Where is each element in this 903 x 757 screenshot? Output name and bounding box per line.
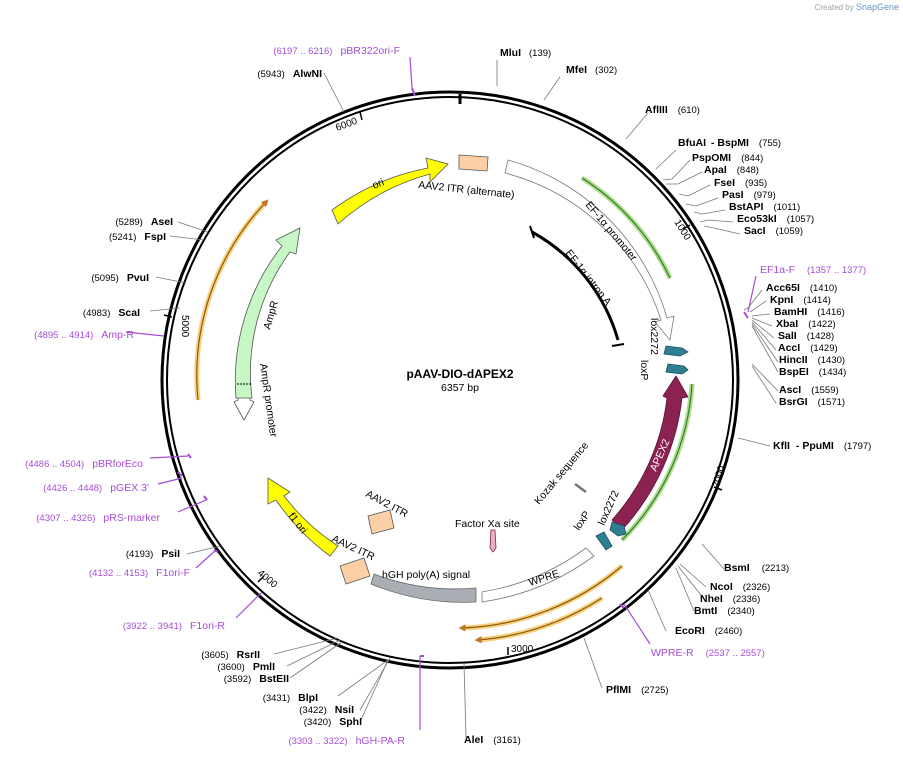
ef1a-promoter-label: EF-1α promoter bbox=[583, 199, 640, 264]
aav2-itr-bottom-feature[interactable]: AAV2 ITR bbox=[330, 533, 377, 585]
watermark-prefix: Created by bbox=[814, 3, 854, 12]
factor-xa-label: Factor Xa site bbox=[455, 518, 520, 530]
primer-f1ori-f: (4132 .. 4153)F1ori-F bbox=[89, 567, 190, 579]
enzyme-hincii: HincII(1430) bbox=[779, 354, 845, 366]
loxp-top-feature[interactable]: loxP bbox=[638, 360, 689, 380]
ef1a-promoter-feature[interactable]: EF-1α promoter bbox=[504, 159, 675, 341]
primer-ef1a-f: EF1a-F(1357 .. 1377) bbox=[760, 264, 866, 276]
primer-pbr322ori-f: (6197 .. 6216)pBR322ori-F bbox=[273, 45, 400, 57]
ampr-label: AmpR bbox=[261, 299, 281, 331]
tick-label-3000: 3000 bbox=[511, 644, 534, 655]
loxp-bottom-label: loxP bbox=[572, 509, 593, 533]
enzyme-pvui: (5095)PvuI bbox=[91, 272, 149, 284]
enzyme-acci: AccI(1429) bbox=[778, 342, 838, 354]
enzyme-psii: (4193)PsiI bbox=[126, 548, 180, 560]
enzyme-pasi: PasI(979) bbox=[722, 189, 776, 201]
ef1a-primer-arc bbox=[580, 175, 673, 280]
ef1a-intron-label: EF-1α intron A bbox=[563, 247, 614, 307]
enzyme-bamhi: BamHI(1416) bbox=[774, 306, 845, 318]
snapgene-watermark: Created by SnapGene bbox=[815, 2, 899, 12]
backbone-inner-ring bbox=[166, 96, 734, 664]
wpre-label: WPRE bbox=[527, 568, 561, 589]
tick-label-2000: 2000 bbox=[710, 464, 727, 489]
tick-5000: 5000 bbox=[163, 314, 190, 338]
enzyme-scai: (4983)ScaI bbox=[83, 307, 140, 319]
f1-ori-feature[interactable]: f1 ori bbox=[267, 477, 339, 557]
enzyme-apai: ApaI(848) bbox=[704, 164, 759, 176]
primer-leader-lines bbox=[125, 56, 757, 730]
primer-prs-marker: (4307 .. 4326)pRS-marker bbox=[36, 512, 160, 524]
enzyme-sali: SalI(1428) bbox=[778, 330, 834, 342]
enzyme-pmli: (3600)PmlI bbox=[217, 661, 275, 673]
primer-f1ori-r: (3922 .. 3941)F1ori-R bbox=[123, 620, 226, 632]
lox2272-top-feature[interactable]: lox2272 bbox=[648, 318, 689, 357]
enzyme-ncoi: NcoI(2326) bbox=[710, 581, 770, 593]
enzyme-kfli: KflI- PpuMI(1797) bbox=[773, 440, 871, 452]
enzyme-mlui: MluI(139) bbox=[500, 47, 551, 59]
enzyme-eco53ki: Eco53kI(1057) bbox=[737, 213, 814, 225]
ori-feature[interactable]: ori bbox=[331, 157, 449, 225]
enzyme-bsrgi: BsrGI(1571) bbox=[779, 396, 845, 408]
primer-pbrforeco: (4486 .. 4504)pBRforEco bbox=[25, 458, 143, 470]
primer-amp-r: (4895 .. 4914)Amp-R bbox=[34, 329, 134, 341]
lox2272-top-label: lox2272 bbox=[648, 318, 660, 355]
primer-marks bbox=[177, 87, 749, 657]
enzyme-pspomi: PspOMI(844) bbox=[692, 152, 763, 164]
aav2-itr-alternate-label: AAV2 ITR (alternate) bbox=[418, 179, 515, 201]
kozak-feature[interactable]: Kozak sequence bbox=[532, 440, 591, 507]
tick-2000: 2000 bbox=[710, 464, 728, 491]
primer-pgex-3: (4426 .. 4448)pGEX 3' bbox=[43, 482, 149, 494]
enzyme-sphi: (3420)SphI bbox=[304, 716, 362, 728]
ori-label: ori bbox=[371, 176, 386, 191]
tick-label-5000: 5000 bbox=[179, 315, 190, 338]
enzyme-bsmi: BsmI(2213) bbox=[724, 562, 789, 574]
backbone-outer-ring bbox=[160, 90, 740, 670]
enzyme-alwni: (5943)AlwNI bbox=[257, 68, 322, 80]
ampr-promoter-label: AmpR promoter bbox=[257, 363, 279, 439]
tick-label-6000: 6000 bbox=[334, 116, 359, 134]
kozak-label: Kozak sequence bbox=[532, 440, 591, 507]
hgh-polya-label: hGH poly(A) signal bbox=[382, 569, 470, 581]
enzyme-asei: (5289)AseI bbox=[115, 216, 173, 228]
plasmid-name: pAAV-DIO-dAPEX2 bbox=[406, 367, 513, 381]
enzyme-mfei: MfeI(302) bbox=[566, 64, 617, 76]
enzyme-leader-lines bbox=[149, 60, 779, 739]
enzyme-xbai: XbaI(1422) bbox=[776, 318, 836, 330]
aav2-itr-small-feature[interactable]: AAV2 ITR bbox=[364, 488, 411, 535]
enzyme-nsii: (3422)NsiI bbox=[299, 704, 354, 716]
primer-hgh-pa-r: (3303 .. 3322)hGH-PA-R bbox=[288, 735, 405, 747]
hgh-polya-feature[interactable]: hGH poly(A) signal bbox=[370, 569, 477, 603]
wpre-feature[interactable]: WPRE bbox=[481, 547, 595, 603]
enzyme-ecori: EcoRI(2460) bbox=[675, 625, 742, 637]
enzyme-asci: AscI(1559) bbox=[779, 384, 839, 396]
enzyme-bfuai: BfuAI- BspMI(755) bbox=[678, 137, 781, 149]
enzyme-saci: SacI(1059) bbox=[744, 225, 803, 237]
enzyme-blpi: (3431)BlpI bbox=[263, 692, 318, 704]
ef1a-intron-feature[interactable]: EF-1α intron A bbox=[529, 225, 625, 347]
enzyme-bsteii: (3592)BstEII bbox=[224, 673, 289, 685]
enzyme-rsrii: (3605)RsrII bbox=[201, 649, 260, 661]
enzyme-nhei: NheI(2336) bbox=[700, 593, 760, 605]
enzyme-afliii: AflIII(610) bbox=[645, 104, 700, 116]
snapgene-brand: SnapGene bbox=[855, 2, 899, 12]
tick-3000: 3000 bbox=[507, 644, 534, 655]
enzyme-pflmi: PflMI(2725) bbox=[606, 684, 669, 696]
plasmid-size: 6357 bp bbox=[441, 382, 479, 394]
enzyme-kpni: KpnI(1414) bbox=[770, 294, 831, 306]
factor-xa-feature[interactable]: Factor Xa site bbox=[455, 518, 520, 553]
enzyme-bspei: BspEI(1434) bbox=[779, 366, 846, 378]
enzyme-bmti: BmtI(2340) bbox=[694, 605, 755, 617]
enzyme-bstapi: BstAPI(1011) bbox=[729, 201, 800, 213]
primer-wpre-r: WPRE-R(2537 .. 2557) bbox=[651, 647, 765, 659]
enzyme-alei: AleI(3161) bbox=[464, 734, 521, 746]
enzyme-fsei: FseI(935) bbox=[714, 177, 767, 189]
enzyme-fspi: (5241)FspI bbox=[109, 231, 166, 243]
loxp-top-label: loxP bbox=[638, 360, 650, 380]
enzyme-acc65i: Acc65I(1410) bbox=[766, 282, 837, 294]
